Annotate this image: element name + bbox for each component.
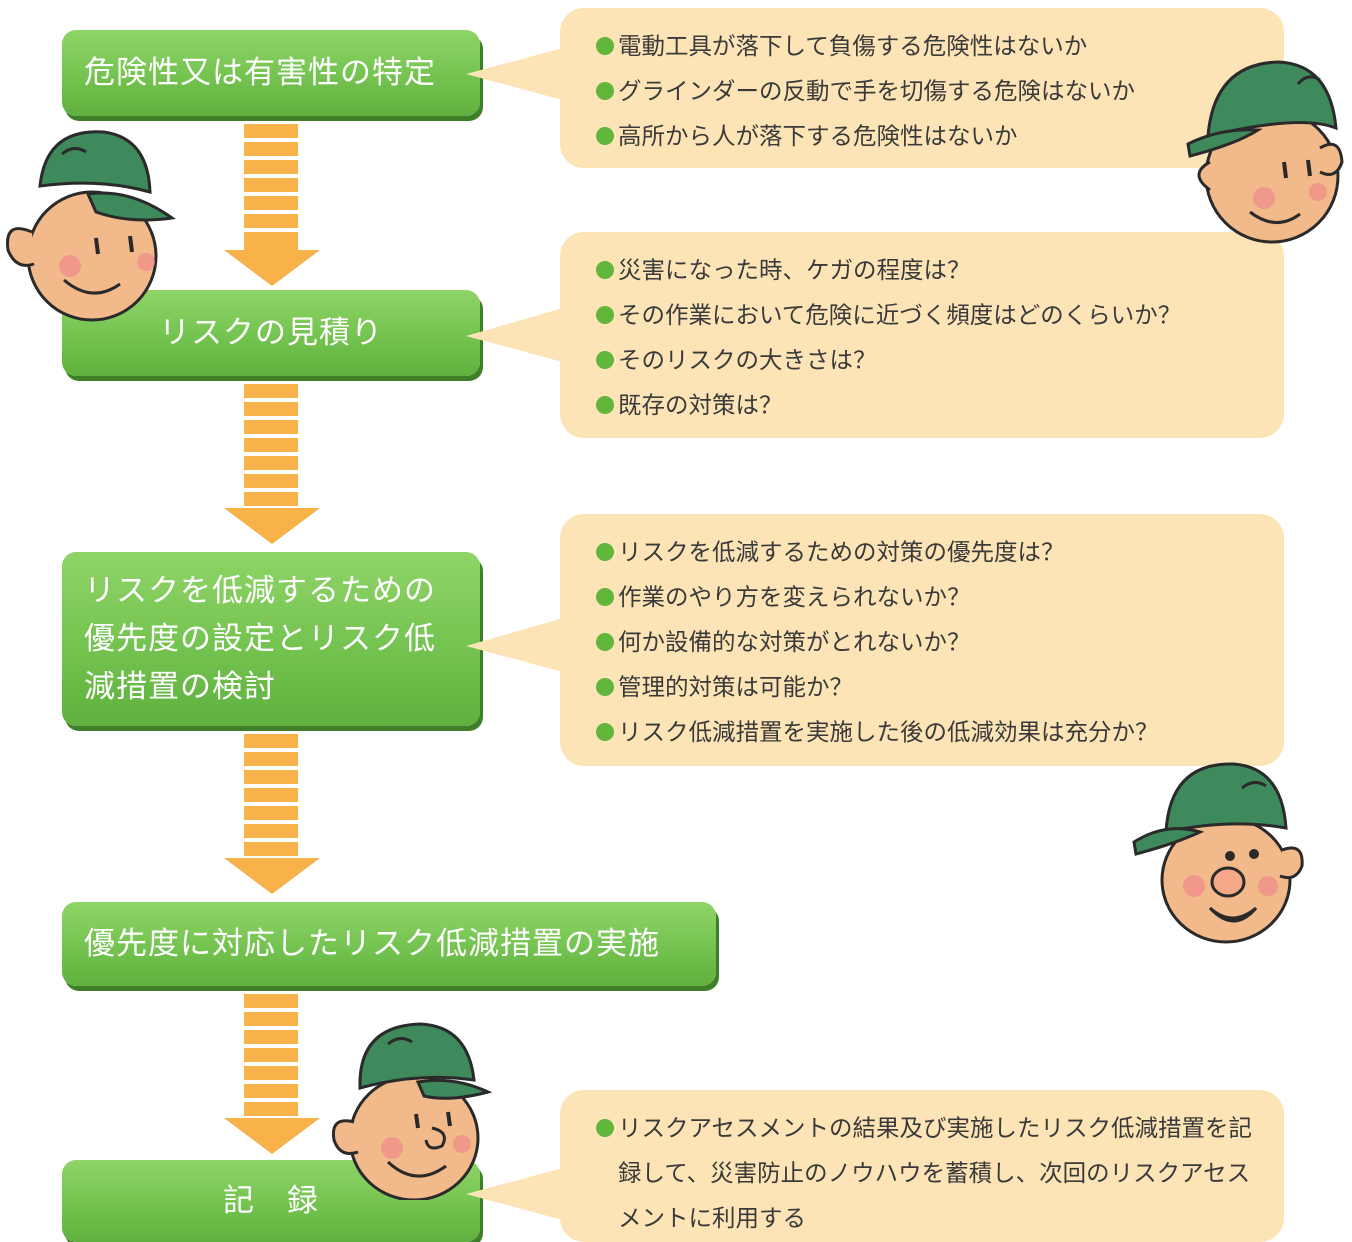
- bubble-estimation-questions: 災害になった時、ケガの程度は？ その作業において危険に近づく頻度はどのくらいか？…: [560, 232, 1284, 438]
- bubble-tail: [466, 306, 570, 364]
- bubble-item: 高所から人が落下する危険性はないか: [596, 114, 1256, 159]
- step-label: リスクの見積り: [159, 315, 383, 351]
- bubble-item: リスクを低減するための対策の優先度は？: [596, 530, 1256, 575]
- bubble-tail: [466, 46, 570, 102]
- step-label: 優先度に対応したリスク低減措置の実施: [84, 926, 660, 962]
- bubble-reduction-questions: リスクを低減するための対策の優先度は？ 作業のやり方を変えられないか？ 何か設備…: [560, 514, 1284, 766]
- down-arrow-icon: [224, 994, 320, 1154]
- bullet-icon: [596, 588, 614, 606]
- step-risk-estimation: リスクの見積り: [62, 290, 480, 376]
- bullet-icon: [596, 723, 614, 741]
- bullet-icon: [596, 37, 614, 55]
- bubble-item: そのリスクの大きさは？: [596, 338, 1256, 383]
- step-label: 危険性又は有害性の特定: [84, 55, 436, 91]
- bubble-item: リスク低減措置を実施した後の低減効果は充分か？: [596, 710, 1256, 755]
- bubble-item: リスクアセスメントの結果及び実施したリスク低減措置を記録して、災害防止のノウハウ…: [596, 1106, 1258, 1241]
- bubble-item: 既存の対策は？: [596, 383, 1256, 428]
- bullet-icon: [596, 1119, 614, 1137]
- step-risk-reduction-implementation: 優先度に対応したリスク低減措置の実施: [62, 902, 716, 986]
- worker-face-icon: [1132, 762, 1304, 944]
- worker-face-icon: [331, 1022, 492, 1200]
- bubble-item: 作業のやり方を変えられないか？: [596, 575, 1256, 620]
- bubble-record-note: リスクアセスメントの結果及び実施したリスク低減措置を記録して、災害防止のノウハウ…: [560, 1090, 1284, 1242]
- down-arrow-icon: [224, 734, 320, 894]
- step-hazard-identification: 危険性又は有害性の特定: [62, 30, 480, 116]
- bullet-icon: [596, 396, 614, 414]
- bubble-hazard-questions: 電動工具が落下して負傷する危険性はないか グラインダーの反動で手を切傷する危険は…: [560, 8, 1284, 168]
- down-arrow-icon: [224, 124, 320, 286]
- bubble-item: その作業において危険に近づく頻度はどのくらいか？: [596, 293, 1256, 338]
- bubble-tail: [466, 616, 570, 674]
- bubble-item: 何か設備的な対策がとれないか？: [596, 620, 1256, 665]
- step-label: リスクを低減するための 優先度の設定とリスク低 減措置の検討: [84, 573, 436, 705]
- bubble-item: 災害になった時、ケガの程度は？: [596, 248, 1256, 293]
- worker-face-icon: [1186, 60, 1344, 244]
- bullet-icon: [596, 678, 614, 696]
- bubble-item: 電動工具が落下して負傷する危険性はないか: [596, 24, 1256, 69]
- step-risk-reduction-planning: リスクを低減するための 優先度の設定とリスク低 減措置の検討: [62, 552, 480, 726]
- step-record: 記 録: [62, 1160, 480, 1242]
- bubble-item: 管理的対策は可能か？: [596, 665, 1256, 710]
- bullet-icon: [596, 261, 614, 279]
- down-arrow-icon: [224, 384, 320, 544]
- step-label: 記 録: [223, 1183, 319, 1219]
- bullet-icon: [596, 351, 614, 369]
- bubble-tail: [466, 1166, 570, 1222]
- worker-face-icon: [6, 130, 176, 322]
- bullet-icon: [596, 306, 614, 324]
- bubble-item: グラインダーの反動で手を切傷する危険はないか: [596, 69, 1256, 114]
- bullet-icon: [596, 633, 614, 651]
- bullet-icon: [596, 82, 614, 100]
- bullet-icon: [596, 543, 614, 561]
- bullet-icon: [596, 127, 614, 145]
